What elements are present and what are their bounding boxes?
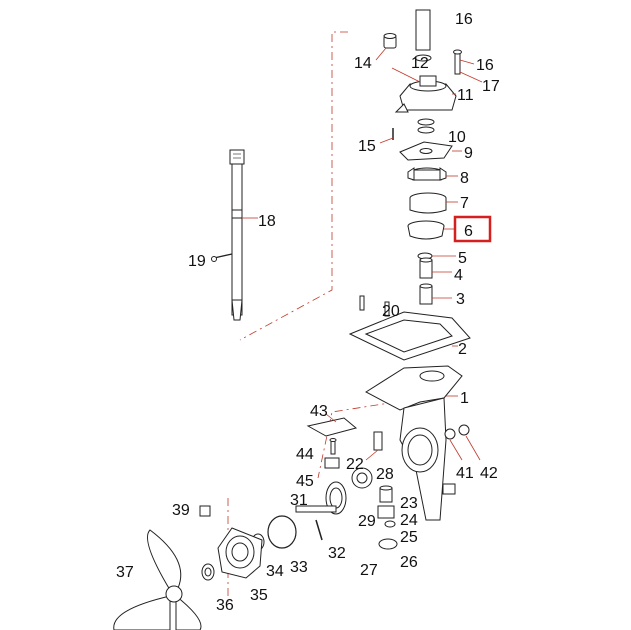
label-36: 36 bbox=[216, 597, 234, 614]
label-24: 24 bbox=[400, 512, 418, 529]
label-4: 4 bbox=[454, 267, 463, 284]
label-18: 18 bbox=[258, 213, 276, 230]
bolt-22 bbox=[365, 431, 383, 461]
label-22: 22 bbox=[346, 456, 364, 473]
label-16: 16 bbox=[476, 57, 494, 74]
label-5: 5 bbox=[458, 250, 467, 267]
label-16-top: 16 bbox=[455, 11, 473, 28]
label-17: 17 bbox=[482, 78, 500, 95]
label-8: 8 bbox=[460, 170, 469, 187]
label-41: 41 bbox=[456, 465, 474, 482]
label-23: 23 bbox=[400, 495, 418, 512]
cup-6 bbox=[407, 220, 456, 240]
grommet-14 bbox=[375, 33, 397, 61]
label-39: 39 bbox=[172, 502, 190, 519]
label-15: 15 bbox=[358, 138, 376, 155]
label-26: 26 bbox=[400, 554, 418, 571]
label-3: 3 bbox=[456, 291, 465, 308]
plate-9 bbox=[399, 141, 462, 161]
pump-liner-7 bbox=[409, 192, 458, 214]
bushing-3 bbox=[419, 283, 452, 305]
pin-15 bbox=[379, 128, 394, 144]
label-32: 32 bbox=[328, 545, 346, 562]
pin-32 bbox=[315, 519, 323, 541]
label-11: 11 bbox=[457, 87, 474, 104]
label-44: 44 bbox=[296, 446, 314, 463]
label-12: 12 bbox=[411, 55, 429, 72]
propeller-37 bbox=[113, 529, 202, 630]
gearcase-1 bbox=[365, 365, 463, 521]
label-27: 27 bbox=[360, 562, 378, 579]
bushing-4 bbox=[419, 257, 452, 279]
plate-43 bbox=[306, 413, 358, 437]
screws-16-17 bbox=[453, 49, 483, 83]
label-20: 20 bbox=[382, 303, 400, 320]
part-labels: 16 14 12 16 17 11 15 10 9 8 7 6 5 4 3 18… bbox=[116, 11, 500, 614]
nut-36 bbox=[201, 563, 215, 581]
bolt-44 bbox=[329, 438, 337, 455]
gear-26 bbox=[378, 538, 398, 550]
label-19: 19 bbox=[188, 253, 206, 270]
pins-20 bbox=[359, 295, 390, 317]
bolt-39 bbox=[199, 505, 211, 517]
pin-19 bbox=[211, 253, 233, 262]
washer-24 bbox=[384, 520, 396, 528]
label-7: 7 bbox=[460, 195, 469, 212]
label-45: 45 bbox=[296, 473, 314, 490]
water-tube bbox=[414, 9, 432, 62]
bearing-carrier-35 bbox=[217, 527, 263, 579]
seal-10 bbox=[417, 118, 435, 134]
label-28: 28 bbox=[376, 466, 394, 483]
label-34: 34 bbox=[266, 563, 284, 580]
drive-shaft bbox=[229, 149, 258, 321]
impeller-8 bbox=[407, 167, 458, 181]
label-31: 31 bbox=[290, 492, 308, 509]
nut-45 bbox=[324, 457, 340, 469]
label-2: 2 bbox=[458, 341, 467, 358]
label-25: 25 bbox=[400, 529, 418, 546]
highlight-box bbox=[453, 215, 492, 243]
gasket-2 bbox=[348, 311, 471, 361]
plugs-41-42 bbox=[442, 424, 481, 495]
label-37: 37 bbox=[116, 564, 134, 581]
label-29: 29 bbox=[358, 513, 376, 530]
bushing-29 bbox=[377, 505, 395, 519]
label-10: 10 bbox=[448, 129, 466, 146]
label-42: 42 bbox=[480, 465, 498, 482]
pinion-23 bbox=[379, 485, 393, 503]
bearing-28 bbox=[351, 467, 373, 489]
label-33: 33 bbox=[290, 559, 308, 576]
label-14: 14 bbox=[354, 55, 372, 72]
label-35: 35 bbox=[250, 587, 268, 604]
label-6: 6 bbox=[464, 223, 473, 240]
label-43: 43 bbox=[310, 403, 328, 420]
propeller-shaft-31 bbox=[295, 505, 337, 513]
label-9: 9 bbox=[464, 145, 473, 162]
label-1: 1 bbox=[460, 390, 469, 407]
pump-housing-11 bbox=[391, 67, 457, 113]
oring-33 bbox=[267, 515, 297, 549]
